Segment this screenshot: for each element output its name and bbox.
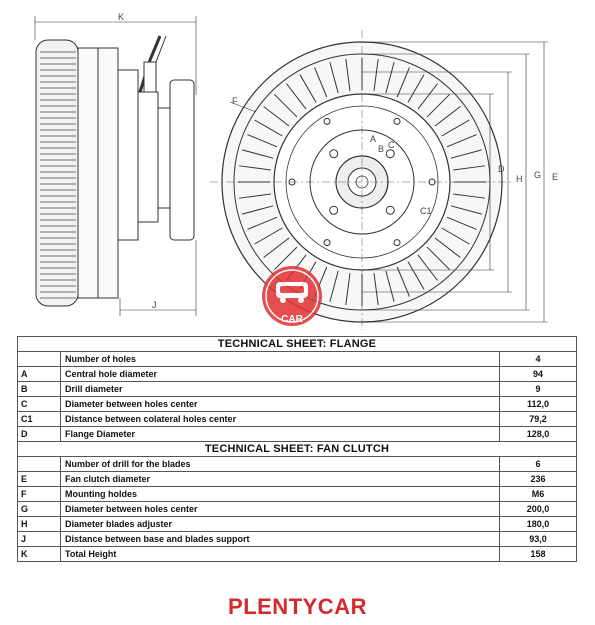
dim-label-d: D: [498, 164, 505, 174]
cell-value: 128,0: [499, 426, 577, 442]
technical-drawing: K J F A B: [34, 12, 558, 330]
cell-param: Flange Diameter: [60, 426, 500, 442]
cell-param: Total Height: [60, 546, 500, 562]
cell-param: Distance between colateral holes center: [60, 411, 500, 427]
cell-code: H: [17, 516, 61, 532]
dim-label-h: H: [516, 174, 523, 184]
side-view: [34, 16, 197, 316]
cell-value: 158: [499, 546, 577, 562]
cell-value: 93,0: [499, 531, 577, 547]
cell-code: K: [17, 546, 61, 562]
dim-label-j: J: [152, 300, 157, 310]
fan-clutch-section-header-row: TECHNICAL SHEET: FAN CLUTCH: [17, 441, 577, 457]
cell-value: 6: [499, 456, 577, 472]
cell-code: [17, 456, 61, 472]
cell-code: G: [17, 501, 61, 517]
cell-param: Distance between base and blades support: [60, 531, 500, 547]
dim-label-b: B: [378, 144, 384, 154]
dim-label-a: A: [370, 134, 376, 144]
cell-value: M6: [499, 486, 577, 502]
cell-value: 200,0: [499, 501, 577, 517]
cell-param: Diameter between holes center: [60, 396, 500, 412]
brand-name: PLENTYCAR: [228, 594, 367, 619]
cell-code: E: [17, 471, 61, 487]
dim-label-f: F: [232, 96, 238, 106]
flange-section-title: TECHNICAL SHEET: FLANGE: [17, 336, 577, 352]
cell-value: 94: [499, 366, 577, 382]
cell-value: 4: [499, 351, 577, 367]
cell-code: [17, 351, 61, 367]
cell-code: J: [17, 531, 61, 547]
cell-value: 79,2: [499, 411, 577, 427]
cell-param: Diameter between holes center: [60, 501, 500, 517]
cell-value: 236: [499, 471, 577, 487]
cell-code: F: [17, 486, 61, 502]
dim-label-c: C: [388, 140, 395, 150]
dim-label-e: E: [552, 172, 558, 182]
cell-param: Fan clutch diameter: [60, 471, 500, 487]
fan-clutch-section-title: TECHNICAL SHEET: FAN CLUTCH: [17, 441, 577, 457]
cell-value: 9: [499, 381, 577, 397]
cell-param: Mounting holdes: [60, 486, 500, 502]
dim-label-g: G: [534, 170, 541, 180]
cell-param: Diameter blades adjuster: [60, 516, 500, 532]
cell-param: Drill diameter: [60, 381, 500, 397]
cell-code: D: [17, 426, 61, 442]
cell-code: A: [17, 366, 61, 382]
cell-code: C1: [17, 411, 61, 427]
flange-section-header-row: TECHNICAL SHEET: FLANGE: [17, 336, 577, 352]
plentycar-watermark-logo: CAR: [262, 266, 322, 326]
front-view: [210, 30, 548, 330]
cell-param: Central hole diameter: [60, 366, 500, 382]
cell-value: 112,0: [499, 396, 577, 412]
watermark-text: CAR: [281, 314, 303, 325]
dim-label-c1: C1: [420, 206, 432, 216]
cell-param: Number of holes: [60, 351, 500, 367]
dim-label-k: K: [118, 12, 124, 22]
cell-code: C: [17, 396, 61, 412]
cell-code: B: [17, 381, 61, 397]
cell-param: Number of drill for the blades: [60, 456, 500, 472]
cell-value: 180,0: [499, 516, 577, 532]
